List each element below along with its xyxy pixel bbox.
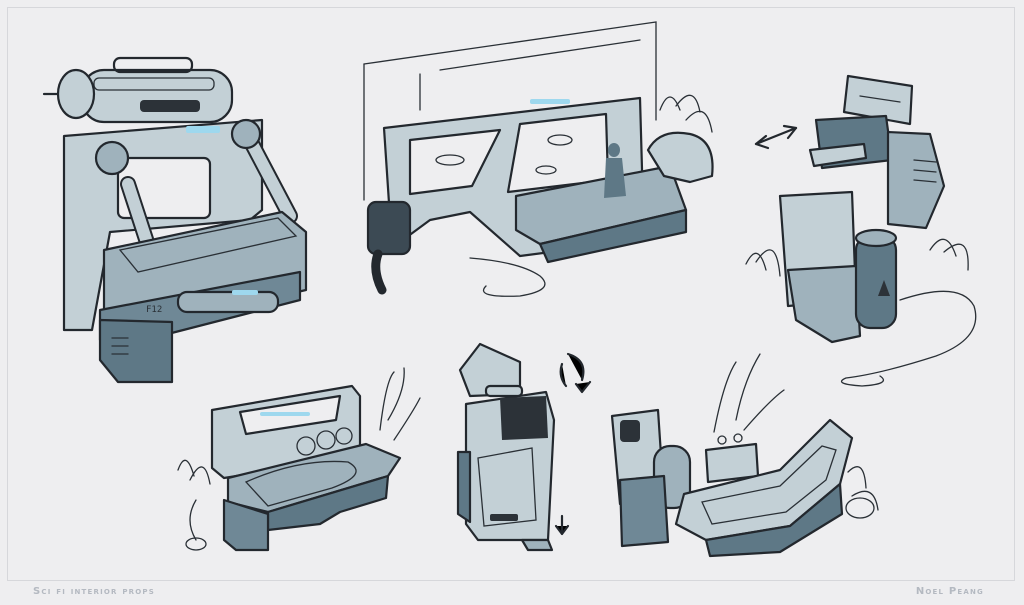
lounge-chair-prop: [610, 353, 879, 558]
sheet-title-caption: Sci fi interior props: [33, 586, 155, 597]
sheet-border: [7, 7, 1015, 581]
window-bench-prop: [363, 21, 714, 297]
wall-bed-prop: F12: [42, 56, 308, 384]
storage-capsule-prop: [456, 342, 592, 552]
terminal-machine-prop: [745, 74, 977, 387]
artist-name-caption: Noel Peang: [915, 586, 984, 597]
wall-unit-label: F12: [146, 305, 162, 315]
planter-bench-prop: [177, 367, 421, 552]
